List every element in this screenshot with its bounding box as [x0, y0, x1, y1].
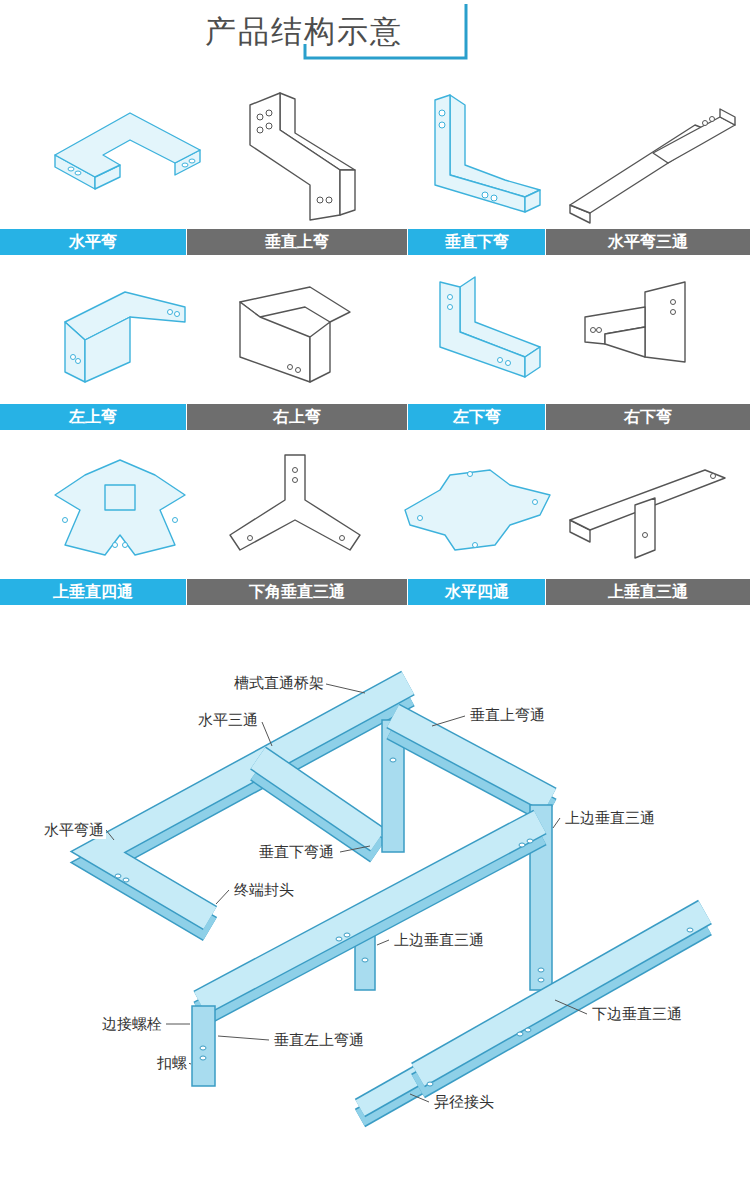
- band-text: 上垂直三通: [608, 582, 688, 602]
- band-text: 垂直上弯: [265, 232, 329, 252]
- page-title: 产品结构示意: [205, 12, 403, 50]
- up-vertical-cross-figure: [55, 460, 185, 555]
- label-band: 右下弯: [546, 404, 750, 430]
- band-text: 水平弯: [69, 232, 117, 252]
- horizontal-bend-figure: [55, 113, 200, 189]
- left-up-bend-figure: [65, 292, 185, 382]
- part-label: 边接螺栓: [100, 1016, 164, 1033]
- part-label: 垂直左上弯通: [272, 1032, 366, 1049]
- vertical-up-bend-figure: [250, 93, 355, 220]
- left-down-bend-figure: [440, 277, 540, 377]
- part-label: 水平弯通: [42, 822, 106, 839]
- label-band: 水平四通: [408, 579, 545, 605]
- band-text: 水平四通: [445, 582, 509, 602]
- label-band: 左上弯: [0, 404, 186, 430]
- band-text: 水平弯三通: [608, 232, 688, 252]
- part-label: 扣螺: [155, 1055, 189, 1072]
- part-label: 上边垂直三通: [392, 932, 486, 949]
- band-text: 上垂直四通: [53, 582, 133, 602]
- band-text: 下角垂直三通: [249, 582, 345, 602]
- part-label: 垂直上弯通: [468, 707, 547, 724]
- label-band: 左下弯: [408, 404, 545, 430]
- lower-corner-tee-figure: [230, 455, 360, 550]
- label-band: 水平弯三通: [546, 229, 750, 255]
- part-label: 垂直下弯通: [257, 844, 336, 861]
- part-label: 异径接头: [432, 1094, 496, 1111]
- band-text: 右下弯: [624, 407, 672, 427]
- band-text: 左上弯: [69, 407, 117, 427]
- vertical-down-bend-figure: [435, 95, 540, 212]
- label-band: 垂直上弯: [187, 229, 407, 255]
- label-band: 上垂直三通: [546, 579, 750, 605]
- leader-lines: [106, 684, 587, 1102]
- right-up-bend-figure: [240, 287, 350, 382]
- part-label: 上边垂直三通: [563, 810, 657, 827]
- part-label: 终端封头: [232, 882, 296, 899]
- part-label: 水平三通: [196, 712, 260, 729]
- band-text: 右上弯: [273, 407, 321, 427]
- horizontal-cross-figure: [405, 470, 550, 550]
- part-label: 下边垂直三通: [590, 1006, 684, 1023]
- up-vertical-tee-figure: [570, 470, 725, 558]
- cable-tray-network: [98, 683, 705, 1118]
- right-down-bend-figure: [585, 282, 685, 362]
- part-label: 槽式直通桥架: [232, 675, 326, 692]
- label-band: 右上弯: [187, 404, 407, 430]
- band-text: 左下弯: [453, 407, 501, 427]
- label-band: 水平弯: [0, 229, 186, 255]
- label-band: 垂直下弯: [408, 229, 545, 255]
- label-band: 上垂直四通: [0, 579, 186, 605]
- horizontal-tee-figure: [570, 109, 735, 223]
- label-band: 下角垂直三通: [187, 579, 407, 605]
- band-text: 垂直下弯: [445, 232, 509, 252]
